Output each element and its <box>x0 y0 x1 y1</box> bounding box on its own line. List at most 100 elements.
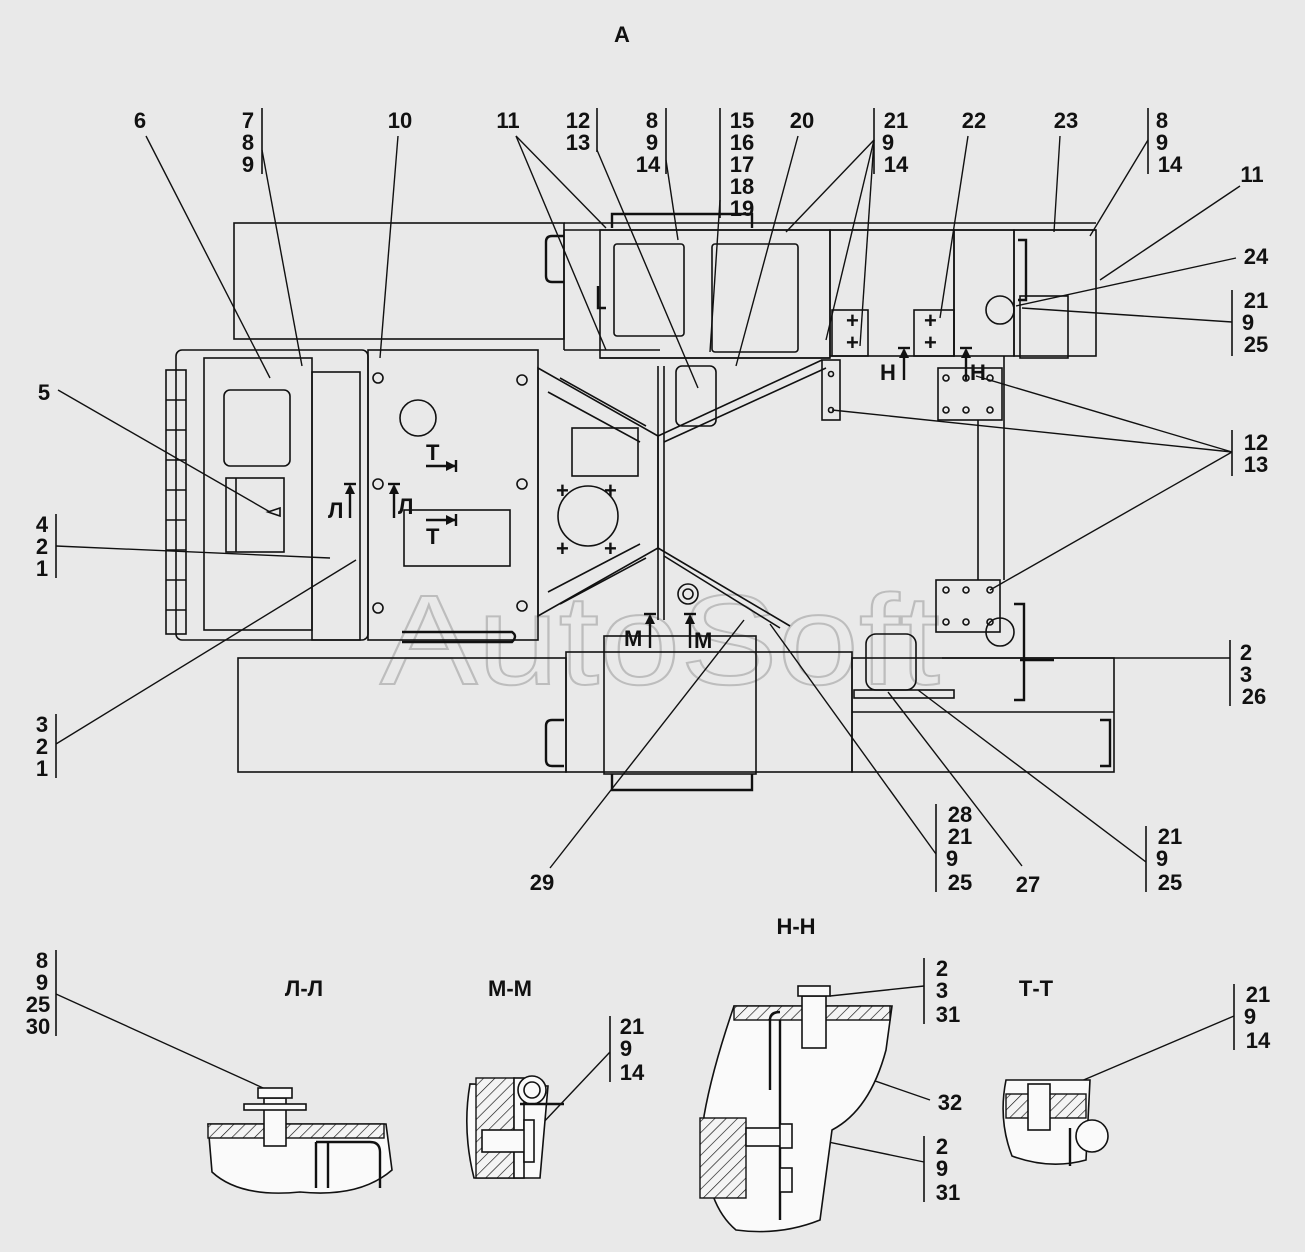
callout-22: 22 <box>962 108 986 133</box>
svg-text:21: 21 <box>620 1014 644 1039</box>
svg-text:9: 9 <box>936 1156 948 1181</box>
svg-text:12: 12 <box>1244 430 1268 455</box>
svg-text:14: 14 <box>1246 1028 1271 1053</box>
handle-top-left <box>544 234 564 284</box>
marker-m-right: М <box>694 628 712 653</box>
svg-text:+: + <box>556 478 569 503</box>
svg-text:9: 9 <box>242 152 254 177</box>
svg-text:+: + <box>604 478 617 503</box>
callout-2-3-26: 2 3 26 <box>942 640 1266 709</box>
svg-text:14: 14 <box>884 152 909 177</box>
marker-l-left: Л <box>328 498 343 523</box>
svg-text:9: 9 <box>620 1036 632 1061</box>
svg-text:26: 26 <box>1242 684 1266 709</box>
svg-text:31: 31 <box>936 1180 960 1205</box>
svg-text:+: + <box>924 330 937 355</box>
svg-text:21: 21 <box>948 824 972 849</box>
svg-text:8: 8 <box>242 130 254 155</box>
callout-8-9-14-top: 8 9 14 <box>636 108 679 241</box>
callout-32: 32 <box>938 1090 962 1115</box>
section-title-t-t: Т-Т <box>1019 976 1054 1001</box>
svg-text:3: 3 <box>936 978 948 1003</box>
svg-text:21: 21 <box>884 108 908 133</box>
section-h-h: Н-Н 2 3 31 32 2 9 31 <box>699 914 962 1233</box>
svg-text:8: 8 <box>1156 108 1168 133</box>
handle-top <box>610 212 754 228</box>
svg-text:18: 18 <box>730 174 754 199</box>
callout-10: 10 <box>388 108 412 133</box>
svg-text:28: 28 <box>948 802 972 827</box>
section-markers: Т Т Л Л М М Н Н <box>328 346 986 653</box>
left-panel <box>175 349 369 641</box>
upper-housing <box>599 229 831 359</box>
svg-text:19: 19 <box>730 196 754 221</box>
top-beam <box>233 222 565 340</box>
callout-4-2-1: 4 2 1 <box>36 512 331 581</box>
svg-text:2: 2 <box>936 1134 948 1159</box>
svg-text:21: 21 <box>1246 982 1270 1007</box>
callout-27: 27 <box>1016 872 1040 897</box>
marker-h-left: Н <box>880 360 896 385</box>
callout-11-top: 11 <box>496 108 519 133</box>
svg-text:2: 2 <box>36 734 48 759</box>
handle-right-upper <box>1018 238 1028 302</box>
svg-text:9: 9 <box>1242 310 1254 335</box>
grille <box>165 369 187 635</box>
callout-21-9-14-top: 21 9 14 <box>785 108 909 347</box>
svg-text:9: 9 <box>646 130 658 155</box>
svg-text:+: + <box>604 536 617 561</box>
svg-text:7: 7 <box>242 108 254 133</box>
section-title-l-l: Л-Л <box>285 976 323 1001</box>
svg-text:9: 9 <box>1156 846 1168 871</box>
section-title-h-h: Н-Н <box>776 914 815 939</box>
svg-text:14: 14 <box>620 1060 645 1085</box>
svg-text:21: 21 <box>1244 288 1268 313</box>
handle-bottom <box>610 774 754 792</box>
svg-text:14: 14 <box>1158 152 1183 177</box>
svg-text:25: 25 <box>948 870 972 895</box>
handle-right-lower <box>1014 602 1026 702</box>
section-m-m: М-М 21 9 14 <box>466 976 645 1179</box>
svg-text:8: 8 <box>646 108 658 133</box>
callout-7-8-9: 7 8 9 <box>242 108 303 367</box>
marker-t-upper: Т <box>426 440 440 465</box>
svg-text:25: 25 <box>1244 332 1268 357</box>
svg-text:25: 25 <box>26 992 50 1017</box>
svg-text:2: 2 <box>1240 640 1252 665</box>
svg-text:+: + <box>846 330 859 355</box>
view-title: А <box>614 22 630 47</box>
callout-5: 5 <box>38 380 50 405</box>
callout-15-19: 15 16 17 18 19 <box>709 108 754 353</box>
callout-21-9-25-right: 21 9 25 <box>1021 288 1268 357</box>
callout-29: 29 <box>530 870 554 895</box>
svg-text:13: 13 <box>1244 452 1268 477</box>
svg-text:9: 9 <box>882 130 894 155</box>
section-l-l: Л-Л 8 9 25 30 <box>26 948 393 1194</box>
svg-text:9: 9 <box>36 970 48 995</box>
svg-text:9: 9 <box>946 846 958 871</box>
svg-text:12: 12 <box>566 108 590 133</box>
svg-text:25: 25 <box>1158 870 1182 895</box>
marker-m-left: М <box>624 626 642 651</box>
callout-20: 20 <box>790 108 814 133</box>
callout-8-9-14-right: 8 9 14 <box>1089 108 1183 237</box>
svg-text:+: + <box>556 536 569 561</box>
callout-28-21-9-25: 28 21 9 25 <box>769 623 972 895</box>
callout-12-13-top: 12 13 <box>566 108 699 389</box>
svg-text:4: 4 <box>36 512 49 537</box>
section-t-t: Т-Т 21 9 14 <box>1002 976 1271 1166</box>
svg-text:8: 8 <box>36 948 48 973</box>
svg-text:15: 15 <box>730 108 754 133</box>
callout-6: 6 <box>134 108 146 133</box>
svg-text:9: 9 <box>1156 130 1168 155</box>
callout-24: 24 <box>1244 244 1269 269</box>
svg-text:16: 16 <box>730 130 754 155</box>
svg-text:14: 14 <box>636 152 661 177</box>
callout-12-13-right: 12 13 <box>831 375 1268 591</box>
svg-text:3: 3 <box>36 712 48 737</box>
callout-21-9-25-lower: 21 9 25 <box>917 689 1182 895</box>
svg-text:31: 31 <box>936 1002 960 1027</box>
svg-text:1: 1 <box>36 556 48 581</box>
svg-text:2: 2 <box>36 534 48 559</box>
svg-text:30: 30 <box>26 1014 50 1039</box>
